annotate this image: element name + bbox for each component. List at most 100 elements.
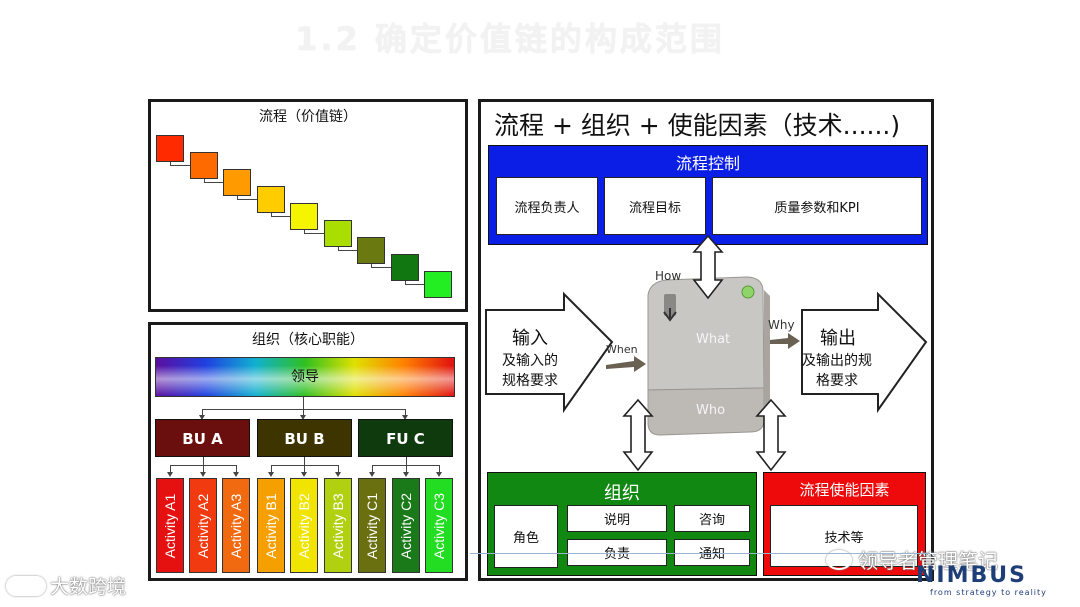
brand-logo: NIMBUS [916, 563, 1027, 588]
output-title: 输出 [820, 328, 856, 349]
process-step [390, 254, 419, 281]
process-step [424, 271, 452, 298]
tree-arrow [402, 415, 408, 420]
control-item-owner: 流程负责人 [496, 177, 598, 235]
watermark-left: 大数跨境 [6, 572, 126, 599]
process-diagram-graphics [485, 234, 928, 472]
device-label-who: Who [696, 403, 726, 418]
device-label-why: Why [768, 318, 795, 332]
activity-label: Activity B2 [296, 492, 312, 559]
process-device [647, 276, 770, 436]
control-item-goal: 流程目标 [604, 177, 706, 235]
activity-column: Activity B3 [324, 478, 352, 573]
tree-connector [338, 465, 339, 473]
activity-column: Activity C1 [358, 478, 386, 573]
when-arrow [606, 356, 646, 372]
activity-label: Activity B1 [263, 492, 279, 559]
double-arrow-control [692, 234, 724, 300]
unit-bu-a: BU A [155, 419, 250, 457]
org-panel-title: 组织（核心职能） [252, 332, 364, 348]
tree-arrow [167, 472, 173, 477]
tree-arrow [300, 415, 306, 420]
activity-column: Activity C3 [425, 478, 453, 573]
tree-arrow [233, 472, 239, 477]
wechat-icon [826, 549, 852, 570]
process-control-header: 流程控制 [675, 154, 740, 173]
leadership-bar: 领导 [155, 357, 455, 397]
brand-tagline: from strategy to reality [930, 588, 1047, 597]
tree-connector [170, 465, 171, 473]
activity-label: Activity A3 [228, 493, 244, 558]
process-step-connector [337, 247, 362, 254]
tree-connector [203, 457, 204, 465]
activity-column: Activity A1 [156, 478, 184, 573]
control-item-kpi: 质量参数和KPI [712, 177, 922, 235]
input-arrow-shape [485, 291, 614, 414]
process-step [256, 186, 285, 213]
process-step-connector [270, 213, 295, 220]
tree-arrow [436, 472, 442, 477]
tree-connector [372, 465, 439, 466]
output-desc-line2: 格要求 [816, 373, 858, 389]
process-step-connector [237, 196, 261, 203]
input-desc-line2: 规格要求 [502, 373, 558, 389]
output-arrow-shape [801, 291, 928, 414]
output-desc-line1: 及输出的规 [802, 353, 872, 369]
activity-column: Activity B1 [257, 478, 285, 573]
right-panel-title: 流程 + 组织 + 使能因素（技术......) [494, 111, 901, 140]
unit-bu-b: BU B [257, 419, 352, 457]
activity-column: Activity A3 [222, 478, 250, 573]
input-desc-line1: 及输入的 [502, 353, 558, 369]
tree-arrow [369, 472, 375, 477]
process-step [290, 203, 318, 230]
process-step-connector [404, 281, 429, 288]
status-light [741, 285, 755, 299]
process-panel-title: 流程（价值链） [259, 109, 357, 125]
process-step [189, 152, 218, 179]
tree-connector [406, 457, 407, 465]
process-step-connector [371, 264, 395, 271]
slide-title: 1.2 确定价值链的构成范围 [295, 20, 725, 58]
org-item-responsible: 负责 [567, 539, 667, 566]
why-arrow [770, 333, 800, 349]
tree-connector [304, 457, 305, 465]
tree-arrow [301, 472, 307, 477]
process-step [223, 169, 251, 196]
tree-connector [203, 465, 204, 473]
enablers-header: 流程使能因素 [799, 481, 890, 499]
activity-label: Activity A2 [195, 493, 211, 558]
activity-column: Activity C2 [392, 478, 420, 573]
tree-connector [406, 465, 407, 473]
organization-header: 组织 [604, 483, 640, 504]
footer-line [470, 553, 930, 554]
activity-label: Activity C1 [364, 492, 380, 559]
process-step [357, 237, 385, 264]
tree-arrow [335, 472, 341, 477]
device-label-what: What [696, 332, 731, 347]
tree-arrow [199, 415, 205, 420]
tree-connector [303, 397, 304, 409]
tree-connector [303, 409, 304, 417]
watermark-left-text: 大数跨境 [50, 576, 127, 598]
process-step [323, 220, 352, 247]
org-item-consult: 咨询 [674, 505, 750, 532]
tree-connector [271, 465, 272, 473]
tree-connector [405, 409, 406, 417]
tree-connector [372, 465, 373, 473]
tree-arrow [268, 472, 274, 477]
tree-connector [202, 409, 203, 417]
activity-label: Activity C2 [398, 492, 414, 559]
tree-arrow [200, 472, 206, 477]
org-role: 角色 [494, 505, 558, 568]
input-title: 输入 [512, 328, 548, 349]
tree-connector [439, 465, 440, 473]
process-step [156, 135, 184, 162]
double-arrow-enablers [755, 398, 787, 472]
device-label-when: When [606, 343, 638, 356]
device-label-how: How [655, 269, 682, 283]
process-step-connector [304, 230, 328, 237]
activity-column: Activity B2 [290, 478, 318, 573]
activity-label: Activity A1 [162, 493, 178, 558]
org-item-explain: 说明 [567, 505, 667, 532]
activity-column: Activity A2 [189, 478, 217, 573]
